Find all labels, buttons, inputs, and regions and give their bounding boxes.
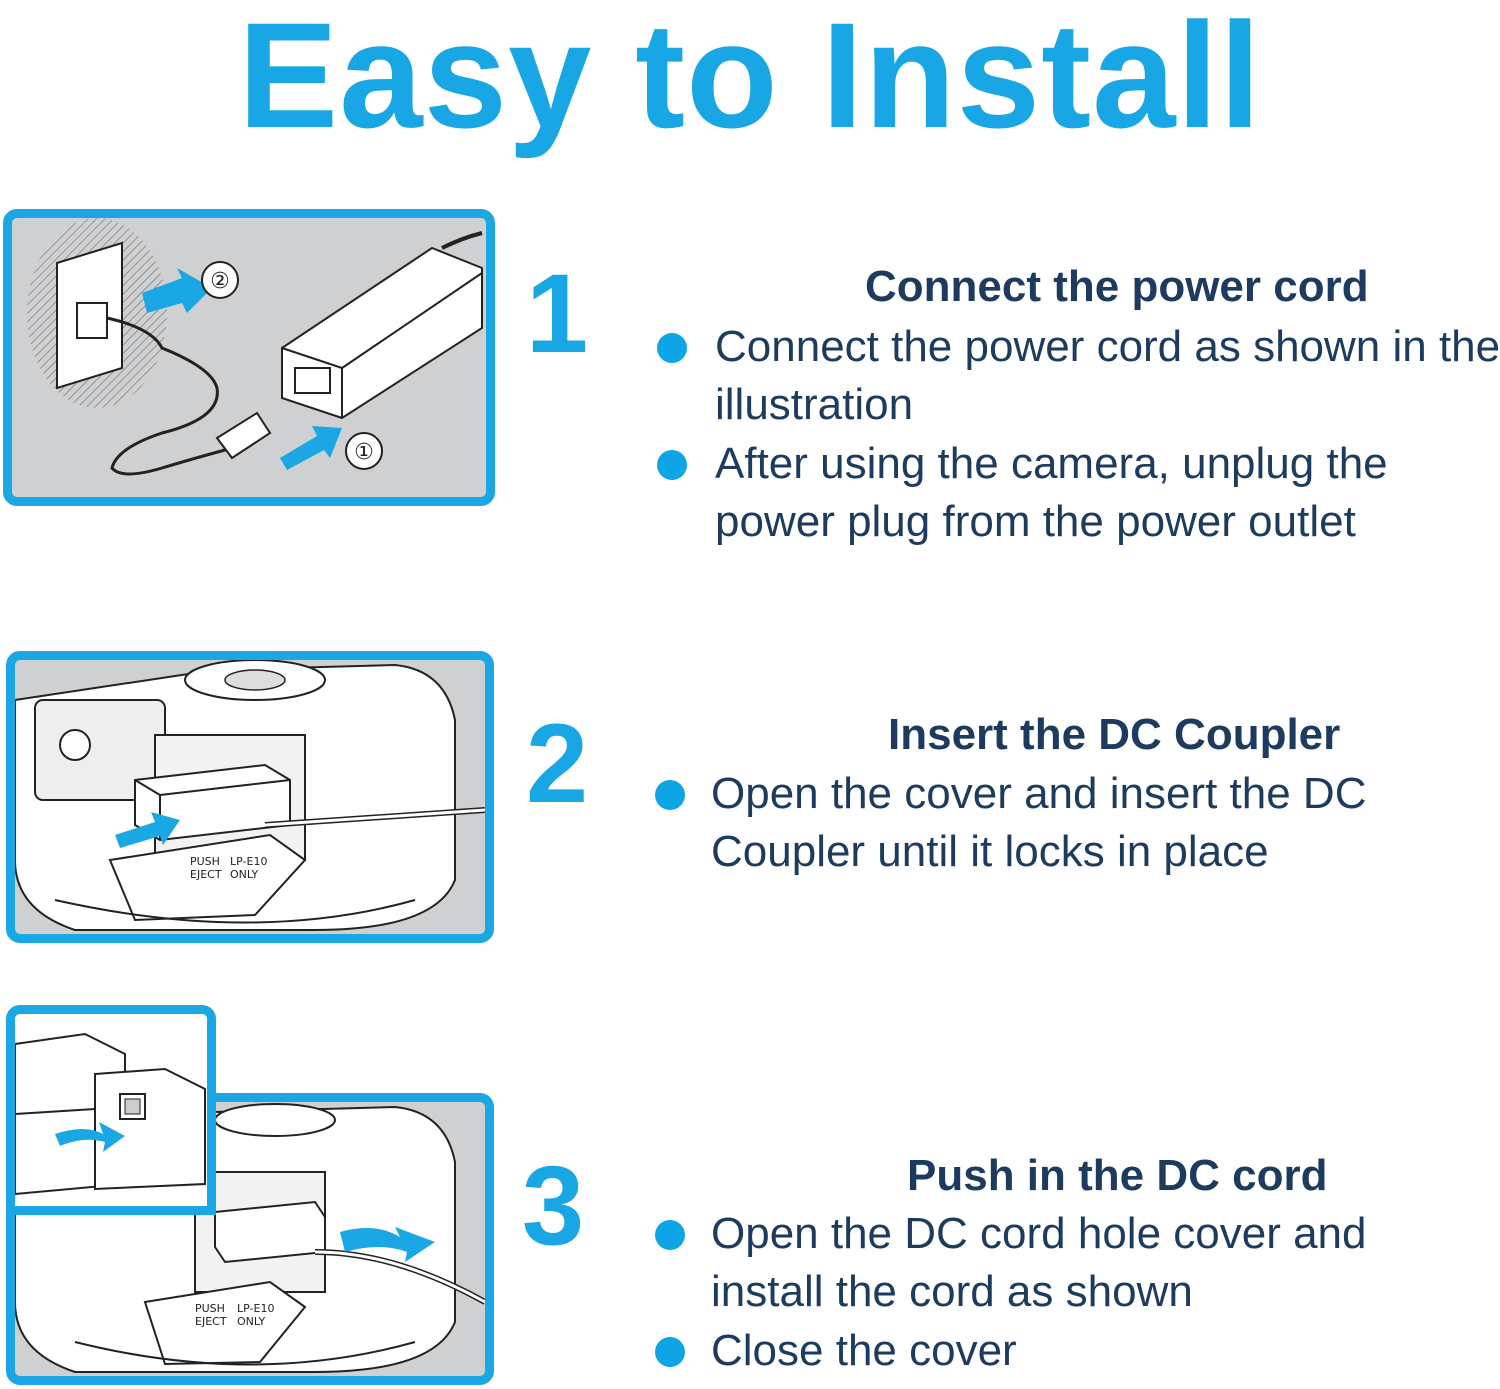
callout-2: ② bbox=[210, 269, 230, 294]
step-bullet: Connect the power cord as shown in the i… bbox=[715, 322, 1500, 429]
step-bullet: Open the cover and insert the DC Coupler… bbox=[711, 769, 1367, 876]
step-number: 1 bbox=[525, 251, 589, 376]
bullet-dot bbox=[657, 450, 687, 480]
label-only: ONLY bbox=[237, 1315, 266, 1328]
step-heading: Insert the DC Coupler bbox=[888, 710, 1341, 759]
camera-dc-coupler-illustration: PUSH EJECT LP-E10 ONLY bbox=[15, 660, 485, 931]
step-2-illustration: PUSH EJECT LP-E10 ONLY bbox=[6, 651, 494, 943]
label-lp-e10: LP-E10 bbox=[230, 855, 267, 868]
cord-hole-inset bbox=[6, 1005, 216, 1215]
label-push: PUSH bbox=[195, 1302, 225, 1315]
label-eject: EJECT bbox=[195, 1315, 227, 1328]
step-bullet: Open the DC cord hole cover and install … bbox=[711, 1209, 1367, 1316]
bullet-dot bbox=[655, 1220, 685, 1250]
cord-hole-closeup bbox=[15, 1014, 207, 1206]
label-lp-e10: LP-E10 bbox=[237, 1302, 274, 1315]
step-bullet: Close the cover bbox=[711, 1326, 1017, 1375]
bullet-dot bbox=[657, 333, 687, 363]
bullet-dot bbox=[655, 1337, 685, 1367]
page-title: Easy to Install bbox=[238, 0, 1262, 159]
step-number: 3 bbox=[521, 1143, 585, 1268]
step-heading: Push in the DC cord bbox=[907, 1151, 1328, 1200]
label-only: ONLY bbox=[230, 868, 259, 881]
label-push: PUSH bbox=[190, 855, 220, 868]
step-heading: Connect the power cord bbox=[865, 262, 1369, 311]
callout-1: ① bbox=[354, 440, 374, 465]
step-1-illustration: ② ① bbox=[3, 209, 495, 506]
step-bullet: After using the camera, unplug the power… bbox=[715, 439, 1388, 546]
bullet-dot bbox=[655, 780, 685, 810]
step-number: 2 bbox=[525, 701, 589, 826]
label-eject: EJECT bbox=[190, 868, 222, 881]
power-cord-illustration: ② ① bbox=[27, 218, 483, 476]
